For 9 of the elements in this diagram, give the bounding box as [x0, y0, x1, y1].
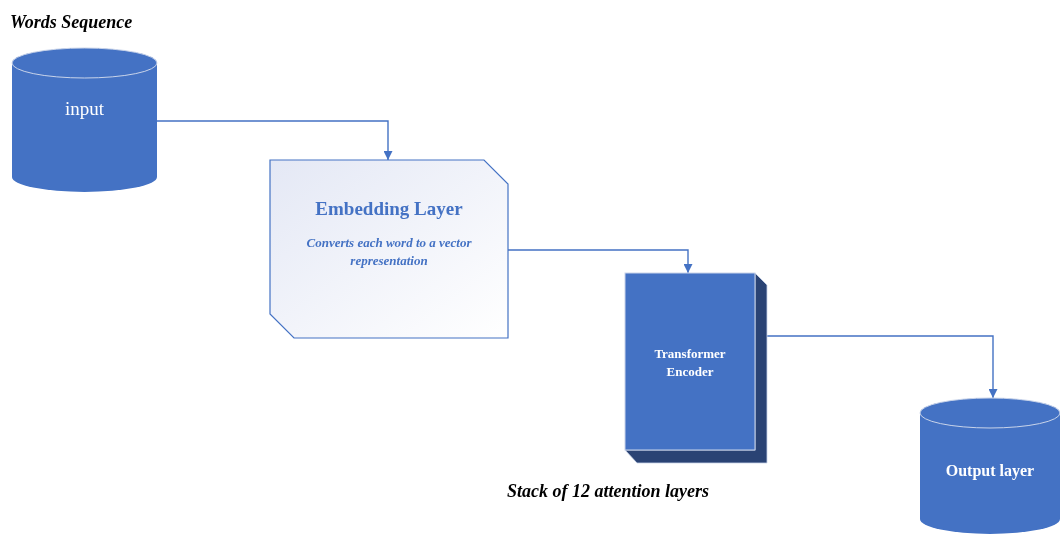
node-label: Transformer Encoder	[653, 345, 727, 381]
heading-text: Words Sequence	[10, 12, 133, 33]
arrow	[156, 120, 393, 161]
node-label: input	[64, 98, 105, 120]
caption-text: Stack of 12 attention layers	[507, 481, 709, 502]
node-title: Embedding Layer	[315, 198, 463, 220]
node-description: Converts each word to a vector representation	[305, 234, 473, 270]
arrow	[766, 335, 998, 399]
node-label: Output layer	[945, 462, 1035, 480]
